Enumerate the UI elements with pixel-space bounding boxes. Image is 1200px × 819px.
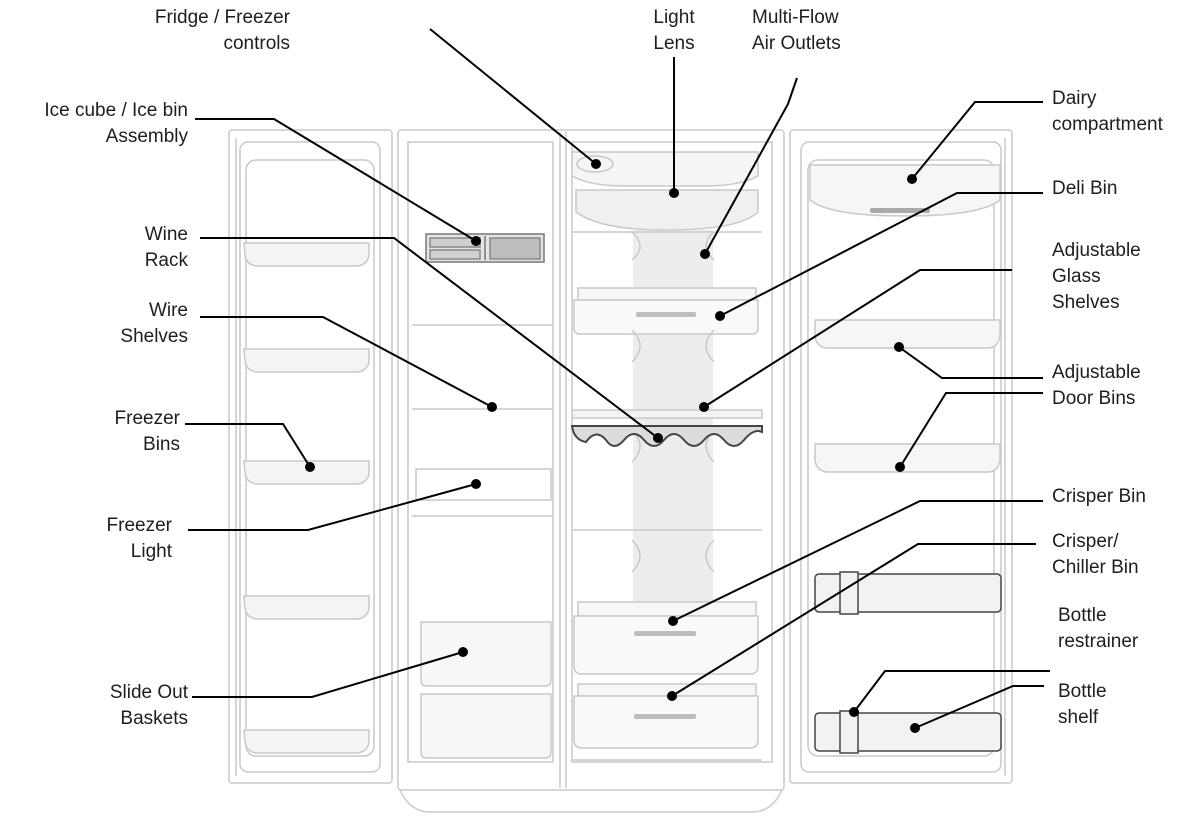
dot-crisper-bin [668, 616, 678, 626]
freezer-door-bins [243, 242, 370, 754]
dot-wine-rack [653, 433, 663, 443]
dot-slide-out-baskets [458, 647, 468, 657]
deli-handle [636, 312, 696, 317]
dot-freezer-bins [305, 462, 315, 472]
dot-ice-bin [471, 236, 481, 246]
cabinet [397, 129, 785, 813]
wine-rack-shape [570, 425, 763, 447]
dot-door-bins-1 [894, 342, 904, 352]
dot-bottle-restrainer [849, 707, 859, 717]
dot-fridge-freezer-controls [591, 159, 601, 169]
fridge-door-bins [809, 164, 1002, 754]
label-crisper-bin: Crisper Bin [1052, 486, 1146, 507]
label-deli-bin: Deli Bin [1052, 178, 1118, 199]
dot-air-outlets [700, 249, 710, 259]
freezer-compartment [412, 233, 552, 759]
leader-lines [185, 28, 1050, 729]
dot-deli-bin [715, 311, 725, 321]
dot-bottle-shelf [910, 723, 920, 733]
chiller-handle [634, 714, 696, 719]
leader-dots [305, 159, 920, 733]
dot-dairy [907, 174, 917, 184]
crisper-handle [634, 631, 696, 636]
dot-wire-shelves [487, 402, 497, 412]
dot-door-bins-2 [895, 462, 905, 472]
dot-chiller-bin [667, 691, 677, 701]
dot-glass-shelves [699, 402, 709, 412]
freezer-door [228, 129, 393, 784]
dot-freezer-light [471, 479, 481, 489]
dot-light-lens [669, 188, 679, 198]
fridge-door [789, 129, 1013, 784]
fresh-food-compartment [571, 151, 763, 761]
label-crisper-chiller-bin: Crisper/Chiller Bin [1052, 531, 1139, 578]
